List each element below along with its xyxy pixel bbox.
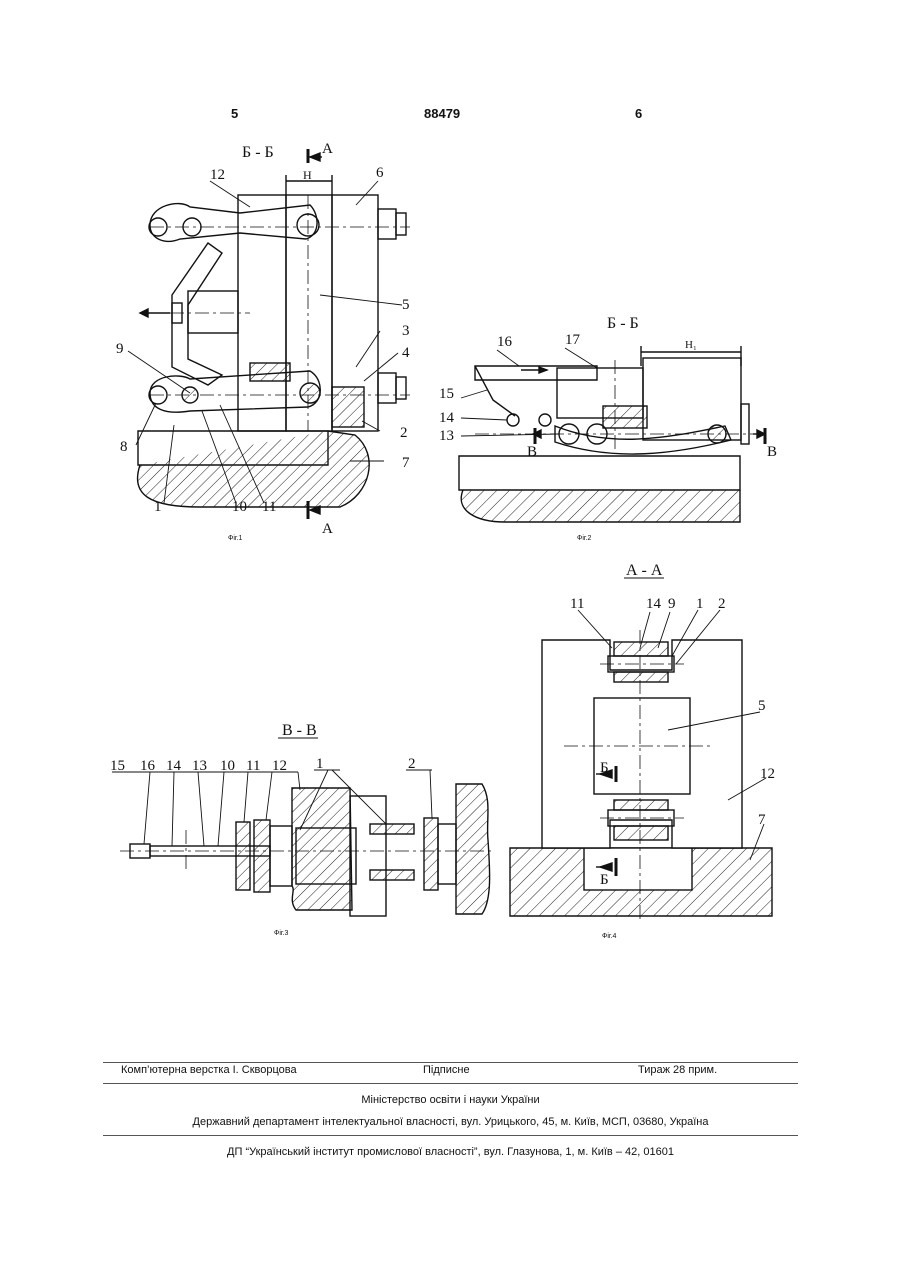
fig2-part-label: 15 bbox=[439, 386, 454, 402]
fig1-part-label: 9 bbox=[116, 341, 124, 357]
fig3-section-title: В - В bbox=[282, 722, 317, 739]
footer-ministry: Міністерство освіти і науки України bbox=[103, 1094, 798, 1106]
figure-3-drawing: В - В 15 16 14 13 10 11 12 1 2 Фіг.3 bbox=[100, 710, 500, 945]
fig1-section-title: Б - Б bbox=[242, 144, 274, 161]
figure-4: А - А Б Б 11 14 9 1 2 5 12 7 Фіг.4 bbox=[500, 560, 790, 945]
fig4-part-label: 5 bbox=[758, 698, 766, 714]
fig1-part-label: 5 bbox=[402, 297, 410, 313]
fig2-part-label: 13 bbox=[439, 428, 454, 444]
fig3-part-label: 12 bbox=[272, 758, 287, 774]
fig4-part-label: 2 bbox=[718, 596, 726, 612]
fig3-part-label: 11 bbox=[246, 758, 260, 774]
fig3-part-label: 13 bbox=[192, 758, 207, 774]
fig2-part-label: 17 bbox=[565, 332, 581, 348]
fig1-part-label: 12 bbox=[210, 167, 225, 183]
figure-2-drawing: Б - Б Н₁ В В 16 17 15 14 13 Фіг.2 bbox=[435, 310, 780, 550]
fig1-part-label: 4 bbox=[402, 345, 410, 361]
fig4-caption: Фіг.4 bbox=[602, 932, 617, 940]
fig2-caption: Фіг.2 bbox=[577, 534, 592, 542]
footer-circulation: Тираж 28 прим. bbox=[638, 1064, 717, 1076]
footer-institute: ДП “Український інститут промислової вла… bbox=[103, 1146, 798, 1158]
figure-4-drawing: А - А Б Б 11 14 9 1 2 5 12 7 Фіг.4 bbox=[500, 560, 790, 945]
footer-rule-middle bbox=[103, 1083, 798, 1084]
fig2-arrow-label-right: В bbox=[767, 444, 777, 460]
fig4-section-title: А - А bbox=[626, 562, 663, 579]
fig1-part-label: 11 bbox=[262, 499, 276, 515]
figure-1: Б - Б А А Н 12 6 5 3 4 9 8 1 10 11 2 7 Ф… bbox=[110, 135, 435, 550]
figure-1-drawing: Б - Б А А Н 12 6 5 3 4 9 8 1 10 11 2 7 Ф… bbox=[110, 135, 435, 550]
fig1-part-label: 6 bbox=[376, 165, 384, 181]
fig4-part-label: 7 bbox=[758, 812, 766, 828]
fig1-part-label: 1 bbox=[154, 499, 162, 515]
fig1-caption: Фіг.1 bbox=[228, 534, 243, 542]
page-number-left: 5 bbox=[231, 106, 238, 121]
patent-number: 88479 bbox=[424, 106, 460, 121]
fig3-part-label: 16 bbox=[140, 758, 156, 774]
footer-layout-credit: Комп’ютерна верстка І. Скворцова bbox=[121, 1064, 297, 1076]
fig3-part-label: 15 bbox=[110, 758, 125, 774]
fig4-part-label: 12 bbox=[760, 766, 775, 782]
fig2-section-title: Б - Б bbox=[607, 315, 639, 332]
fig4-part-label: 9 bbox=[668, 596, 676, 612]
footer-signed: Підписне bbox=[423, 1064, 470, 1076]
footer-rule-bottom bbox=[103, 1135, 798, 1136]
fig3-part-label: 10 bbox=[220, 758, 235, 774]
fig4-part-label: 11 bbox=[570, 596, 584, 612]
figure-3: В - В 15 16 14 13 10 11 12 1 2 Фіг.3 bbox=[100, 710, 500, 945]
fig2-arrow-label-left: В bbox=[527, 444, 537, 460]
fig1-arrow-label-bottom: А bbox=[322, 521, 333, 537]
fig3-part-label: 1 bbox=[316, 756, 324, 772]
fig3-part-label: 2 bbox=[408, 756, 416, 772]
fig1-part-label: 3 bbox=[402, 323, 410, 339]
footer-department: Державний департамент інтелектуальної вл… bbox=[103, 1116, 798, 1128]
fig4-arrow-label-bottom: Б bbox=[600, 872, 609, 888]
fig3-caption: Фіг.3 bbox=[274, 929, 289, 937]
fig4-arrow-label-top: Б bbox=[600, 760, 609, 776]
footer-rule-top bbox=[103, 1062, 798, 1063]
fig3-part-label: 14 bbox=[166, 758, 182, 774]
figure-2: Б - Б Н₁ В В 16 17 15 14 13 Фіг.2 bbox=[435, 310, 780, 550]
fig4-part-label: 1 bbox=[696, 596, 704, 612]
fig2-dimension-label: Н₁ bbox=[685, 339, 697, 351]
fig1-arrow-label-top: А bbox=[322, 141, 333, 157]
page-number-right: 6 bbox=[635, 106, 642, 121]
fig4-part-label: 14 bbox=[646, 596, 662, 612]
fig1-part-label: 2 bbox=[400, 425, 408, 441]
fig1-dimension-label: Н bbox=[303, 168, 312, 182]
fig1-part-label: 7 bbox=[402, 455, 410, 471]
fig2-part-label: 16 bbox=[497, 334, 513, 350]
fig1-part-label: 10 bbox=[232, 499, 247, 515]
fig1-part-label: 8 bbox=[120, 439, 128, 455]
fig2-part-label: 14 bbox=[439, 410, 455, 426]
